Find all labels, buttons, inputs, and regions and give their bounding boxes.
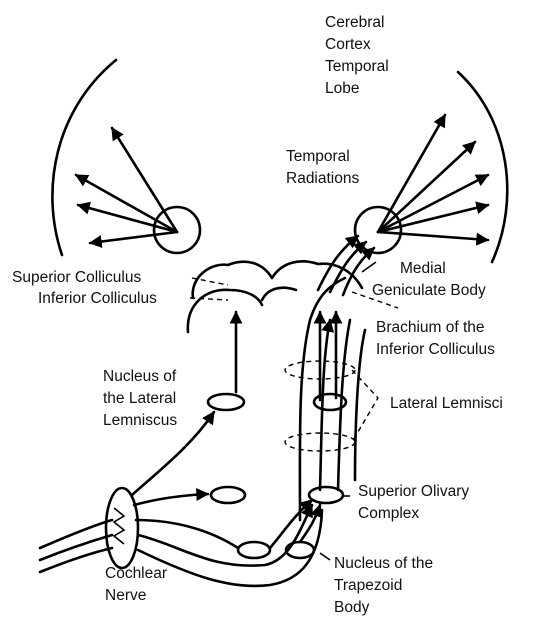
inferior-colliculus-arc [188,290,262,332]
label-superior-olivary: Superior Olivary Complex [358,481,469,525]
fiber-to-trapezoid [136,520,238,548]
left-cortex-arc [52,60,116,255]
leader-mgb [362,262,376,272]
cochlear-nerve-fiber [40,520,112,548]
cochlear-nerve-fiber [40,548,112,572]
left-arrow [76,175,177,232]
label-temporal-radiations: Temporal Radiations [286,146,359,190]
brachium-fiber [320,320,330,490]
brachium-fiber [355,330,365,480]
colliculus-junction [262,288,296,300]
fiber-to-olivary [138,505,312,566]
label-brachium: Brachium of the Inferior Colliculus [376,317,495,361]
cochlear-nerve-fiber [40,535,112,560]
right-arrow [378,205,488,232]
nerve-endings [114,508,124,544]
fiber-to-midline [134,494,208,505]
leader-inferior-colliculus [190,298,228,300]
label-lateral-lemnisci: Lateral Lemnisci [390,393,503,415]
label-nucleus-trapezoid: Nucleus of the Trapezoid Body [334,553,433,619]
nucleus-trapezoid-right [286,542,314,558]
label-inferior-colliculus: Inferior Colliculus [38,288,157,310]
leader-trapezoid [320,553,330,560]
superior-olivary-nucleus [309,487,343,503]
label-superior-colliculus: Superior Colliculus [12,267,141,289]
label-medial-geniculate: Medial Geniculate Body [400,258,486,302]
nucleus-lateral-lemniscus [208,394,244,410]
label-cochlear-nerve: Cochlear Nerve [105,563,167,607]
nucleus-trapezoid-left [238,542,270,558]
fiber-up-right [270,500,312,548]
label-cerebral-cortex: Cerebral Cortex Temporal Lobe [325,12,389,100]
left-arrow [90,232,177,243]
right-arrow [378,232,488,240]
label-nucleus-lateral-lemniscus: Nucleus of the Lateral Lemniscus [103,366,177,432]
right-arrow [378,142,475,232]
midline-nucleus [211,487,245,503]
right-cortex-arc [458,72,507,262]
